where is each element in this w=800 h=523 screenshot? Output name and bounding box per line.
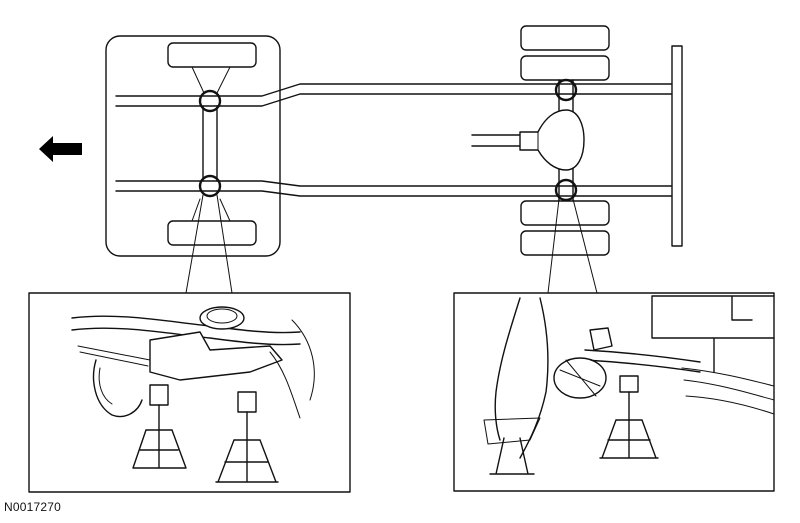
- rear-left-wheel-inner: [520, 55, 610, 81]
- rear-left-wheel-outer: [520, 25, 610, 51]
- rear-callout-leader: [547, 198, 598, 294]
- rear-right-wheel-outer: [520, 230, 610, 256]
- front-upper-link: [191, 66, 231, 94]
- driveshaft: [471, 134, 521, 147]
- front-detail-inset: [28, 292, 351, 493]
- direction-arrow-icon: [39, 136, 82, 162]
- rear-detail-inset: [453, 292, 775, 492]
- frame-rail-lower: [115, 180, 673, 197]
- front-callout-leader: [185, 194, 233, 294]
- front-upper-support-point: [198, 89, 222, 113]
- front-lower-link: [191, 198, 231, 222]
- rear-lower-support-point: [554, 178, 578, 202]
- rear-crossmember: [671, 45, 683, 247]
- rear-upper-support-point: [554, 78, 578, 102]
- front-right-wheel: [167, 220, 257, 246]
- front-lower-support-point: [198, 174, 222, 198]
- front-crossmember: [202, 105, 218, 182]
- figure-id-label: N0017270: [4, 500, 61, 514]
- front-section-outline: [105, 35, 281, 257]
- frame-rail-upper: [115, 83, 673, 107]
- differential: [519, 109, 585, 171]
- front-left-wheel: [167, 42, 257, 68]
- rear-right-wheel-inner: [520, 200, 610, 226]
